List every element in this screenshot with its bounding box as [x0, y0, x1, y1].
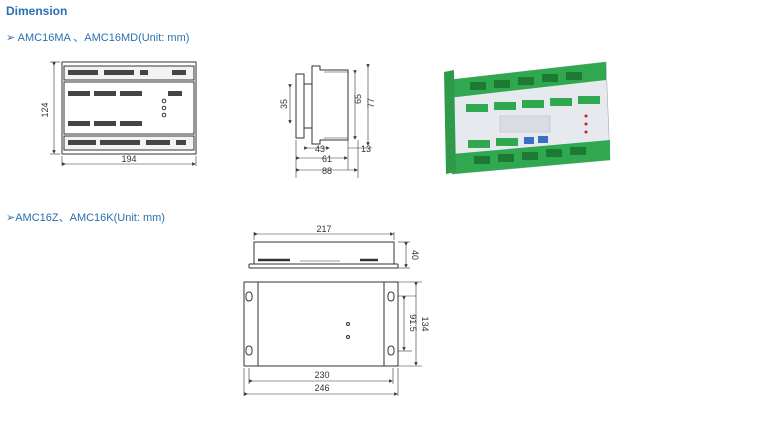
side-d65-label: 65 — [353, 94, 363, 104]
side-d77-label: 77 — [366, 98, 376, 108]
front-height-label: 124 — [40, 102, 50, 117]
side-d88-label: 88 — [322, 166, 332, 176]
front2-height-label: 134 — [420, 316, 430, 331]
top-width-label: 217 — [316, 224, 331, 234]
front2-width-label: 246 — [314, 383, 329, 393]
section1-label: ➢ AMC16MA 、AMC16MD(Unit: mm) — [6, 32, 190, 44]
top-height-label: 40 — [410, 250, 420, 260]
side-d61-label: 61 — [322, 154, 332, 164]
front-view-amc16z — [243, 281, 422, 396]
side-view-amc16ma — [288, 64, 372, 178]
top-view-amc16z — [248, 232, 410, 269]
side-d13-label: 13 — [361, 144, 371, 154]
side-d35-label: 35 — [279, 99, 289, 109]
front-view-amc16ma — [50, 61, 197, 166]
page-title: Dimension — [6, 4, 68, 18]
front2-inner-width-label: 230 — [314, 370, 329, 380]
product-photo — [444, 61, 611, 175]
side-d43-label: 43 — [315, 144, 325, 154]
front2-inner-height-label: 91.5 — [408, 314, 418, 332]
front-width-label: 194 — [121, 154, 136, 164]
section2-label: ➢AMC16Z、AMC16K(Unit: mm) — [6, 212, 165, 224]
